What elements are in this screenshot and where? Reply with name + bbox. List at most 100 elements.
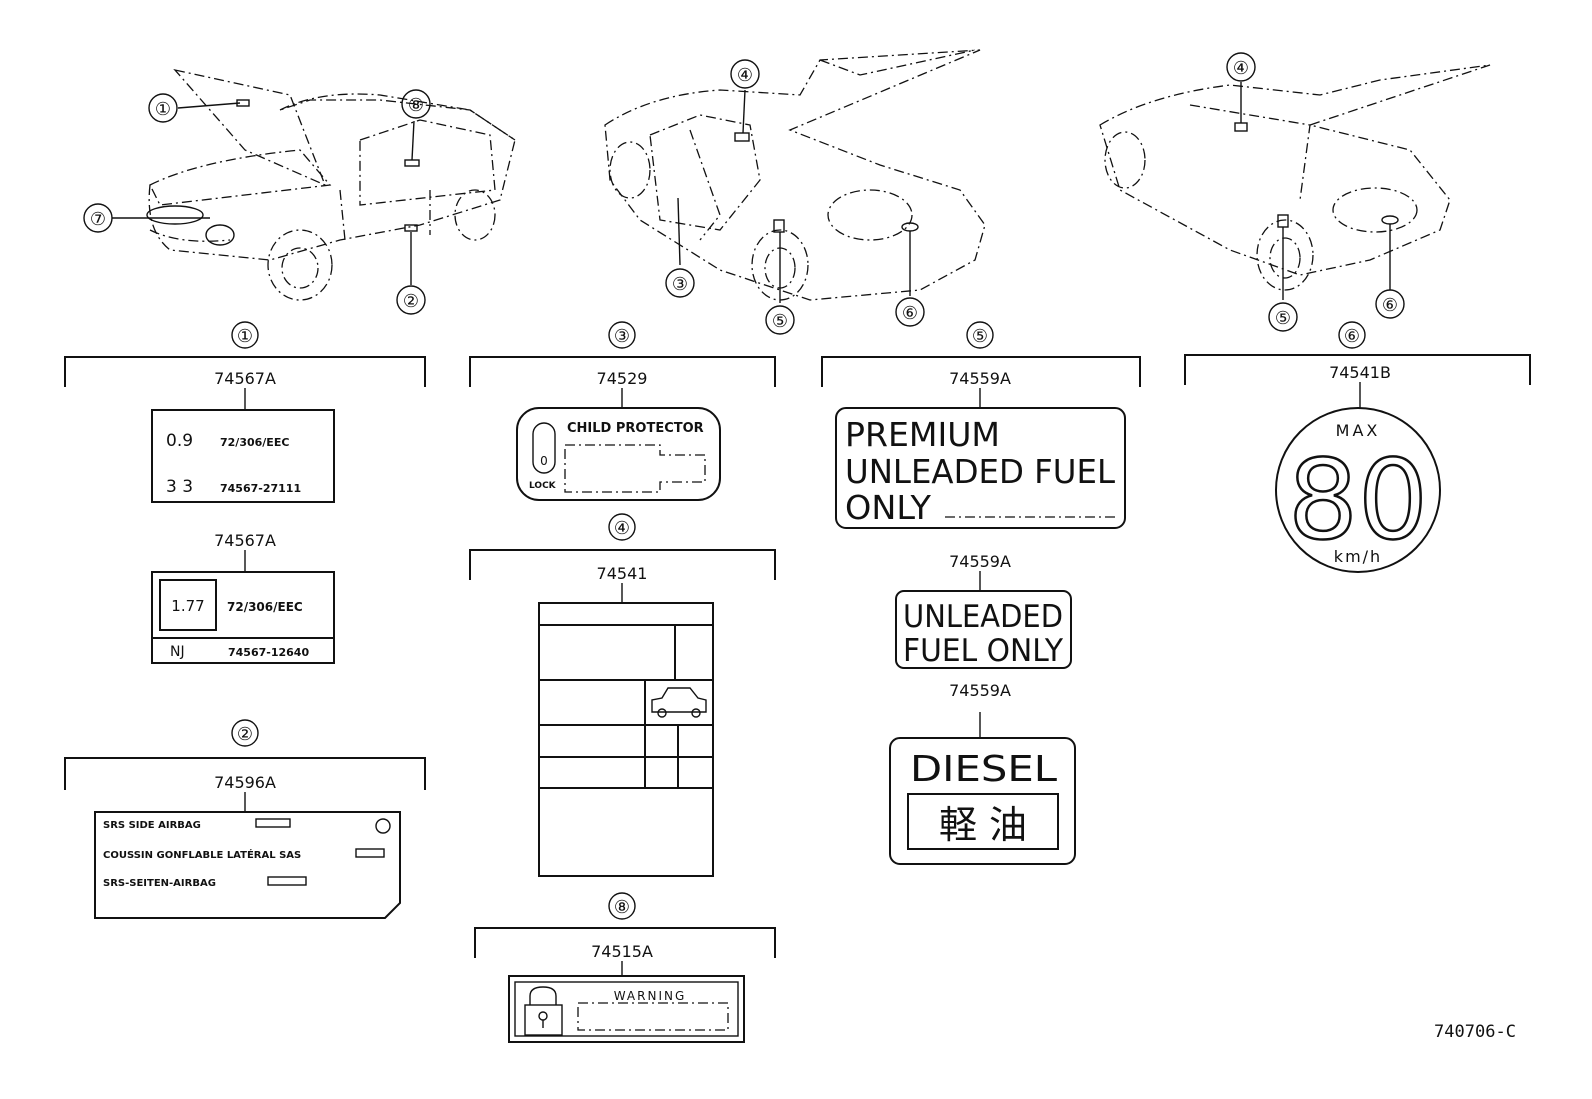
group-2-marker: ② xyxy=(237,724,253,745)
diagram-stroke xyxy=(231,719,259,747)
diagram-stroke xyxy=(267,229,333,301)
group-2: ② 74596A SRS SIDE AIRBAG COUSSIN GONFLAB… xyxy=(64,719,426,919)
groups-g1-label-b-box-val: 1.77 xyxy=(171,597,204,615)
diagram-stroke xyxy=(255,818,291,828)
diagram-stroke xyxy=(205,224,235,246)
diagram-stroke xyxy=(835,407,1126,529)
group-4-marker: ④ xyxy=(614,518,630,539)
diagram-stroke xyxy=(514,981,739,1037)
diagram-stroke xyxy=(1234,122,1248,132)
groups-g1-label-a-row1-code: 72/306/EEC xyxy=(220,436,289,449)
groups-g1-label-b-row2-code: 74567-12640 xyxy=(228,646,309,659)
diagram-stroke xyxy=(1375,289,1405,319)
diagram-stroke xyxy=(404,224,418,232)
diagram-stroke xyxy=(177,102,241,109)
diagram-stroke xyxy=(149,149,332,206)
diagram-stroke xyxy=(508,975,745,1043)
diagram-stroke xyxy=(355,848,385,858)
groups-g5-premium-line1: PREMIUM xyxy=(845,415,1000,454)
car-rear-illustration xyxy=(604,49,986,303)
group-8-marker: ⑧ xyxy=(614,897,630,918)
groups-g5-diesel-line2: 軽 油 xyxy=(939,803,1027,847)
group-1-marker: ① xyxy=(237,326,253,347)
diagram-stroke xyxy=(895,590,1072,669)
diagram-stroke xyxy=(64,757,426,790)
diagram-stroke xyxy=(691,708,701,718)
group-6-marker: ⑥ xyxy=(1344,326,1360,347)
diagram-stroke xyxy=(677,197,681,266)
callout-1: ① xyxy=(148,93,178,123)
groups-g3-title: CHILD PROTECTOR xyxy=(567,421,704,436)
diagram-stroke xyxy=(281,247,319,289)
diagram-stroke xyxy=(889,737,1076,865)
groups-g5-unleaded-line2: FUEL ONLY xyxy=(903,633,1063,669)
callout-2: ② xyxy=(396,285,426,315)
groups-g1-label-b-row2-val: NJ xyxy=(170,644,185,660)
group-8: ⑧ 74515A WARNING xyxy=(474,892,776,1043)
callout-8: ⑧ xyxy=(401,89,431,119)
callouts-c4: ④ xyxy=(1233,58,1249,79)
car-rear-hatch-illustration xyxy=(1099,64,1491,300)
part-number-74541: 74541 xyxy=(597,564,648,583)
diagram-stroke xyxy=(94,811,401,919)
diagram-stroke xyxy=(339,189,431,241)
diagram-stroke xyxy=(159,579,217,631)
diagram-stroke xyxy=(742,89,746,134)
diagram-stroke xyxy=(1381,215,1399,225)
diagram-stroke xyxy=(657,708,667,718)
diagram-stroke xyxy=(1332,187,1418,233)
car-icon xyxy=(651,687,707,718)
diagram-stroke xyxy=(469,549,776,580)
part-number-74515a: 74515A xyxy=(591,942,653,961)
diagram-stroke xyxy=(474,927,776,958)
callouts-c6: ⑥ xyxy=(1382,295,1398,316)
diagram-stroke xyxy=(608,321,636,349)
diagram-stroke xyxy=(231,321,259,349)
diagram-stroke xyxy=(151,409,335,503)
diagram-stroke xyxy=(401,89,431,119)
callout-7: ⑦ xyxy=(83,203,113,233)
callout-4b: ④ xyxy=(1226,52,1256,82)
groups-g3-knob: 0 xyxy=(540,454,548,468)
diagram-stroke xyxy=(895,297,925,327)
diagram-stroke xyxy=(454,189,496,241)
callout-5: ⑤ xyxy=(765,305,795,335)
diagram-stroke xyxy=(819,49,976,76)
diagram-stroke xyxy=(1256,219,1314,291)
diagram-stroke xyxy=(64,356,426,387)
diagram-stroke xyxy=(564,444,706,493)
diagram-stroke xyxy=(148,99,516,261)
groups-g5-diesel-line1: DIESEL xyxy=(910,749,1057,790)
diagram-stroke xyxy=(1184,354,1531,385)
callouts-c3: ③ xyxy=(672,274,688,295)
callout-6: ⑥ xyxy=(895,297,925,327)
diagram-stroke xyxy=(146,205,204,225)
diagram-stroke xyxy=(689,129,721,241)
part-number-74567a-1: 74567A xyxy=(214,369,276,388)
diagram-stroke xyxy=(907,793,1059,850)
part-number-74559a-1: 74559A xyxy=(949,369,1011,388)
callout-3: ③ xyxy=(665,268,695,298)
part-number-74559a-2: 74559A xyxy=(949,552,1011,571)
diagram-stroke xyxy=(608,892,636,920)
diagram-stroke xyxy=(604,49,986,301)
diagram-stroke xyxy=(359,119,496,206)
diagram-stroke xyxy=(524,1004,563,1036)
group-5-marker: ⑤ xyxy=(972,326,988,347)
group-1: ① 74567A 0.9 72/306/EEC 3 3 74567-27111 … xyxy=(64,321,426,664)
diagram-stroke xyxy=(665,268,695,298)
groups-g6-max: MAX xyxy=(1336,421,1381,440)
callouts-c4: ④ xyxy=(737,65,753,86)
groups-g6-unit: km/h xyxy=(1334,547,1382,566)
diagram-stroke xyxy=(577,1002,729,1031)
diagram-stroke xyxy=(148,93,178,123)
groups-g3-lock: LOCK xyxy=(529,481,557,491)
callouts-c7: ⑦ xyxy=(90,209,106,230)
diagram-stroke xyxy=(516,407,721,501)
groups-g2-line1: SRS SIDE AIRBAG xyxy=(103,820,201,831)
groups-g8-title: WARNING xyxy=(614,989,687,1003)
diagram-stroke xyxy=(609,141,651,199)
groups-g5-premium-line3: ONLY xyxy=(845,488,932,527)
group-5: ⑤ 74559A PREMIUM UNLEADED FUEL ONLY 7455… xyxy=(821,321,1141,865)
